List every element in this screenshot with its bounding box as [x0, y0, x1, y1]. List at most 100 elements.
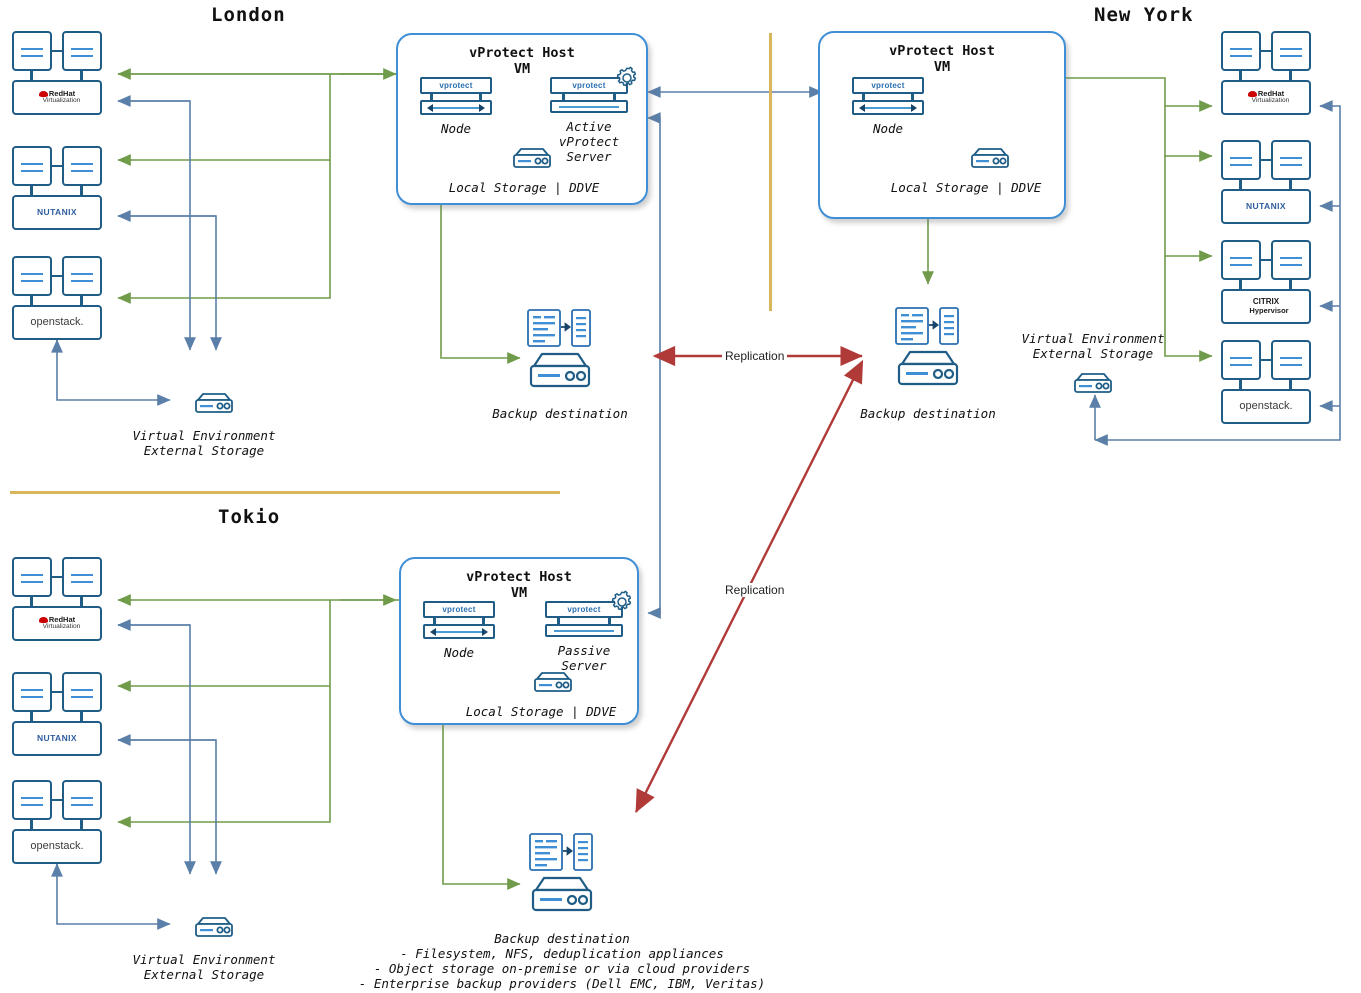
vprotect-server-icon[interactable]: vprotect	[545, 590, 632, 637]
nutanix-logo: NUTANIX	[1246, 201, 1286, 212]
hypervisor-platform: openstack.	[12, 829, 102, 864]
hypervisor-platform: NUTANIX	[12, 721, 102, 756]
vm-box	[62, 146, 102, 186]
vm-stem	[80, 597, 83, 607]
redhat-hat-icon	[38, 617, 48, 624]
vm-stem	[30, 712, 33, 722]
vm-bridge	[52, 275, 62, 278]
vm-bridge	[52, 576, 62, 579]
vm-box	[12, 780, 52, 820]
citrix-logo: CITRIX Hypervisor	[1249, 297, 1289, 315]
hypervisor-platform: openstack.	[12, 305, 102, 340]
hypervisor-platform: RedHat Virtualization	[1221, 80, 1311, 115]
openstack-logo: openstack.	[30, 839, 84, 852]
hypervisor-platform: RedHat Virtualization	[12, 606, 102, 641]
redhat-logo: RedHat Virtualization	[34, 90, 80, 105]
vm-box	[1271, 140, 1311, 180]
local-storage-label: Local Storage | DDVE	[465, 704, 617, 719]
nutanix-logo: NUTANIX	[37, 207, 77, 218]
vm-stem	[1289, 380, 1292, 390]
vm-bridge	[52, 165, 62, 168]
redhat-hat-icon	[38, 91, 48, 98]
gear-icon	[609, 589, 635, 615]
hypervisor-tokio-nutanix[interactable]: NUTANIX	[12, 672, 102, 756]
vprotect-wordmark: vprotect	[572, 81, 606, 90]
vm-box	[1271, 240, 1311, 280]
storage-appliance-icon	[1071, 372, 1115, 394]
horizontal-separator	[10, 491, 560, 494]
vm-box	[62, 780, 102, 820]
node-label: Node	[440, 121, 472, 136]
vprotect-server-icon[interactable]: vprotect	[550, 66, 637, 113]
vm-stem	[80, 820, 83, 830]
nutanix-logo: NUTANIX	[37, 733, 77, 744]
vm-stem	[30, 597, 33, 607]
hypervisor-london-redhat[interactable]: RedHat Virtualization	[12, 31, 102, 115]
hypervisor-platform: NUTANIX	[1221, 189, 1311, 224]
vm-box	[62, 557, 102, 597]
vprotect-node-icon[interactable]: vprotect	[420, 77, 492, 115]
redhat-hat-icon	[1247, 91, 1257, 98]
backup-destination-icon-newyork	[893, 306, 963, 388]
london-backup-destination-label: Backup destination	[492, 406, 628, 421]
site-title-tokio: Tokio	[218, 506, 281, 528]
local-storage-icon	[510, 147, 554, 169]
vm-stem	[30, 186, 33, 196]
replication-label-diagonal: Replication	[722, 583, 788, 597]
vm-box	[1271, 340, 1311, 380]
hypervisor-newyork-citrix[interactable]: CITRIX Hypervisor	[1221, 240, 1311, 324]
vm-stem	[1239, 71, 1242, 81]
vm-stem	[1239, 380, 1242, 390]
vm-box	[12, 31, 52, 71]
local-storage-icon	[968, 147, 1012, 169]
vprotect-wordmark: vprotect	[439, 81, 473, 90]
node-label: Node	[443, 645, 475, 660]
redhat-logo: RedHat Virtualization	[1243, 90, 1289, 105]
storage-appliance-icon	[192, 392, 236, 414]
replication-label-horizontal: Replication	[722, 349, 788, 363]
vm-bridge	[52, 50, 62, 53]
vm-stem	[80, 186, 83, 196]
storage-appliance-icon	[192, 916, 236, 938]
redhat-logo: RedHat Virtualization	[34, 616, 80, 631]
vm-stem	[1239, 180, 1242, 190]
vm-box	[12, 256, 52, 296]
local-storage-label: Local Storage | DDVE	[448, 180, 600, 195]
hypervisor-newyork-openstack[interactable]: openstack.	[1221, 340, 1311, 424]
hypervisor-london-openstack[interactable]: openstack.	[12, 256, 102, 340]
hypervisor-tokio-redhat[interactable]: RedHat Virtualization	[12, 557, 102, 641]
vm-box	[62, 256, 102, 296]
vm-box	[1221, 340, 1261, 380]
hypervisor-platform: RedHat Virtualization	[12, 80, 102, 115]
vm-stem	[1289, 71, 1292, 81]
openstack-logo: openstack.	[30, 315, 84, 328]
backup-destination-icon-london	[525, 308, 595, 390]
hypervisor-newyork-redhat[interactable]: RedHat Virtualization	[1221, 31, 1311, 115]
local-storage-icon	[531, 671, 575, 693]
local-storage-label: Local Storage | DDVE	[890, 180, 1042, 195]
vm-box	[1221, 240, 1261, 280]
site-title-new-york: New York	[1094, 4, 1194, 26]
tokio-backup-destination-details: - Filesystem, NFS, deduplication applian…	[358, 946, 766, 991]
vm-bridge	[52, 691, 62, 694]
vm-stem	[1289, 180, 1292, 190]
vm-box	[12, 146, 52, 186]
vprotect-node-icon[interactable]: vprotect	[852, 77, 924, 115]
vprotect-node-icon[interactable]: vprotect	[423, 601, 495, 639]
hypervisor-newyork-nutanix[interactable]: NUTANIX	[1221, 140, 1311, 224]
vm-box	[12, 557, 52, 597]
vprotect-wordmark: vprotect	[871, 81, 905, 90]
vm-bridge	[1261, 50, 1271, 53]
hypervisor-platform: CITRIX Hypervisor	[1221, 289, 1311, 324]
openstack-logo: openstack.	[1239, 399, 1293, 412]
newyork-backup-destination-label: Backup destination	[860, 406, 996, 421]
hypervisor-london-nutanix[interactable]: NUTANIX	[12, 146, 102, 230]
hypervisor-tokio-openstack[interactable]: openstack.	[12, 780, 102, 864]
vm-stem	[1239, 280, 1242, 290]
